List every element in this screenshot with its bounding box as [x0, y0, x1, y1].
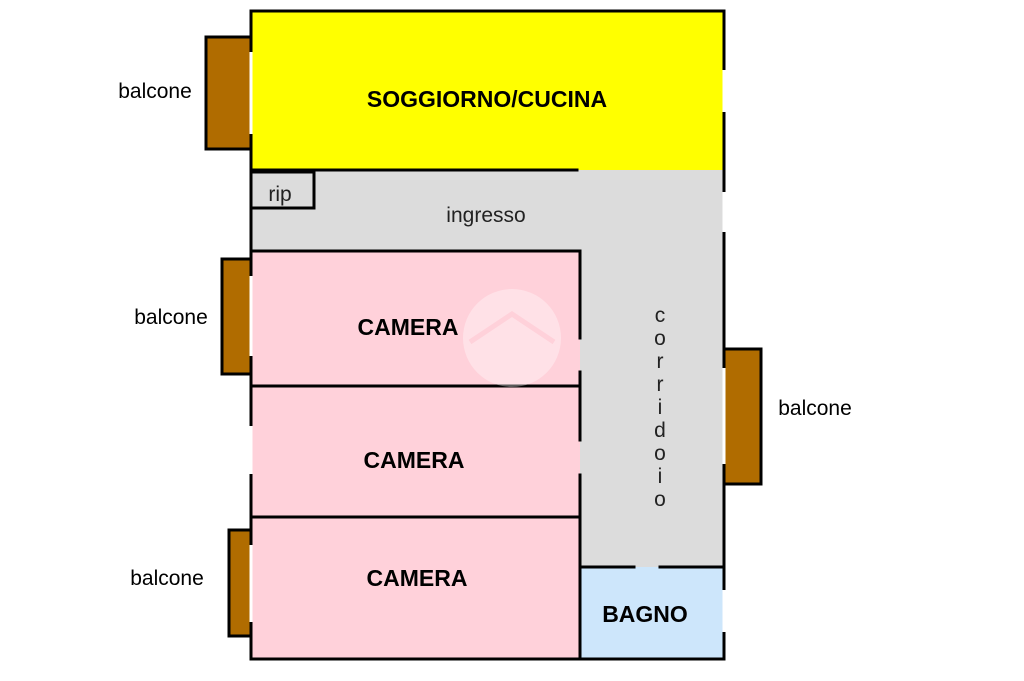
corridoio-area — [580, 251, 724, 567]
corridoio-letter: o — [654, 442, 666, 465]
balcony-right — [722, 347, 763, 486]
watermark-logo — [463, 289, 561, 387]
windows — [249, 52, 726, 632]
corridoio-letter: r — [657, 373, 664, 396]
ingresso-label: ingresso — [446, 204, 525, 227]
balcony-left-bottom — [227, 528, 253, 638]
balcony-left-middle — [220, 257, 253, 376]
ripostiglio-label: rip — [268, 183, 291, 206]
balcony-left-top-label: balcone — [118, 80, 192, 103]
corridoio-letter: i — [658, 465, 663, 488]
corridoio-letter: o — [654, 488, 666, 511]
bagno-label: BAGNO — [602, 601, 688, 627]
corridoio-letter: c — [655, 304, 666, 327]
ripostiglio-room — [251, 172, 314, 208]
balcony-left-middle-label: balcone — [134, 306, 208, 329]
corridoio-letter: o — [654, 327, 666, 350]
camera-label-1: CAMERA — [358, 314, 459, 340]
balcony-left-top — [204, 35, 253, 151]
corridoio-letter: d — [654, 419, 666, 442]
corridoio-letter: i — [658, 396, 663, 419]
camera-label-2: CAMERA — [364, 447, 465, 473]
soggiorno-cucina-label: SOGGIORNO/CUCINA — [367, 86, 607, 112]
camera-label-3: CAMERA — [367, 565, 468, 591]
camera-room-1 — [251, 251, 580, 386]
camera-room-3 — [251, 517, 580, 659]
ingresso-area — [251, 170, 724, 251]
corridoio-label: c o r r i d o i o — [654, 304, 666, 511]
camera-room-2 — [251, 386, 580, 517]
balcony-left-bottom-label: balcone — [130, 567, 204, 590]
bagno-room — [580, 567, 724, 659]
corridoio-letter: r — [657, 350, 664, 373]
soggiorno-cucina-room — [251, 11, 724, 170]
balcony-right-label: balcone — [778, 397, 852, 420]
